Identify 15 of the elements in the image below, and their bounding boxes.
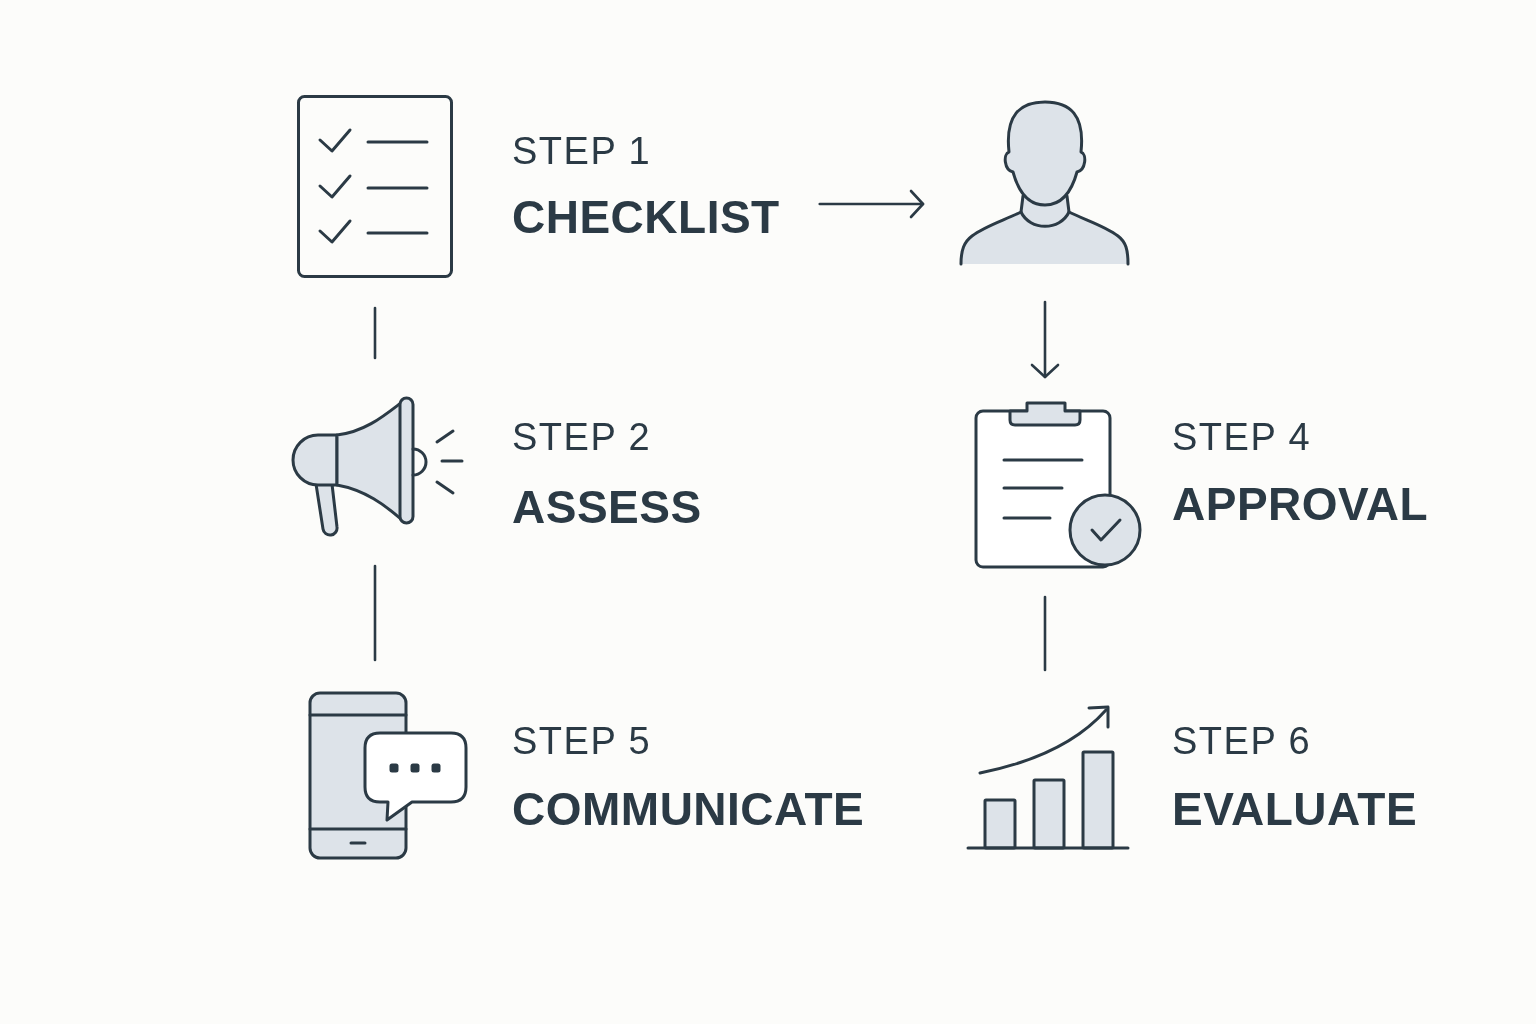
step-number: STEP 1: [512, 132, 652, 170]
step-number: STEP 6: [1172, 722, 1312, 760]
connector-line: [373, 564, 377, 662]
step-number: STEP 5: [512, 722, 652, 760]
connector-line: [373, 306, 377, 360]
arrow: [818, 189, 925, 219]
step-title: CHECKLIST: [512, 194, 780, 240]
step-number: STEP 4: [1172, 418, 1312, 456]
step-title: ASSESS: [512, 484, 702, 530]
step-title: EVALUATE: [1172, 786, 1418, 832]
connector-line: [1043, 595, 1047, 672]
arrow: [1030, 300, 1060, 379]
step-title: APPROVAL: [1172, 481, 1429, 527]
step-number: STEP 2: [512, 418, 652, 456]
step-title: COMMUNICATE: [512, 786, 865, 832]
